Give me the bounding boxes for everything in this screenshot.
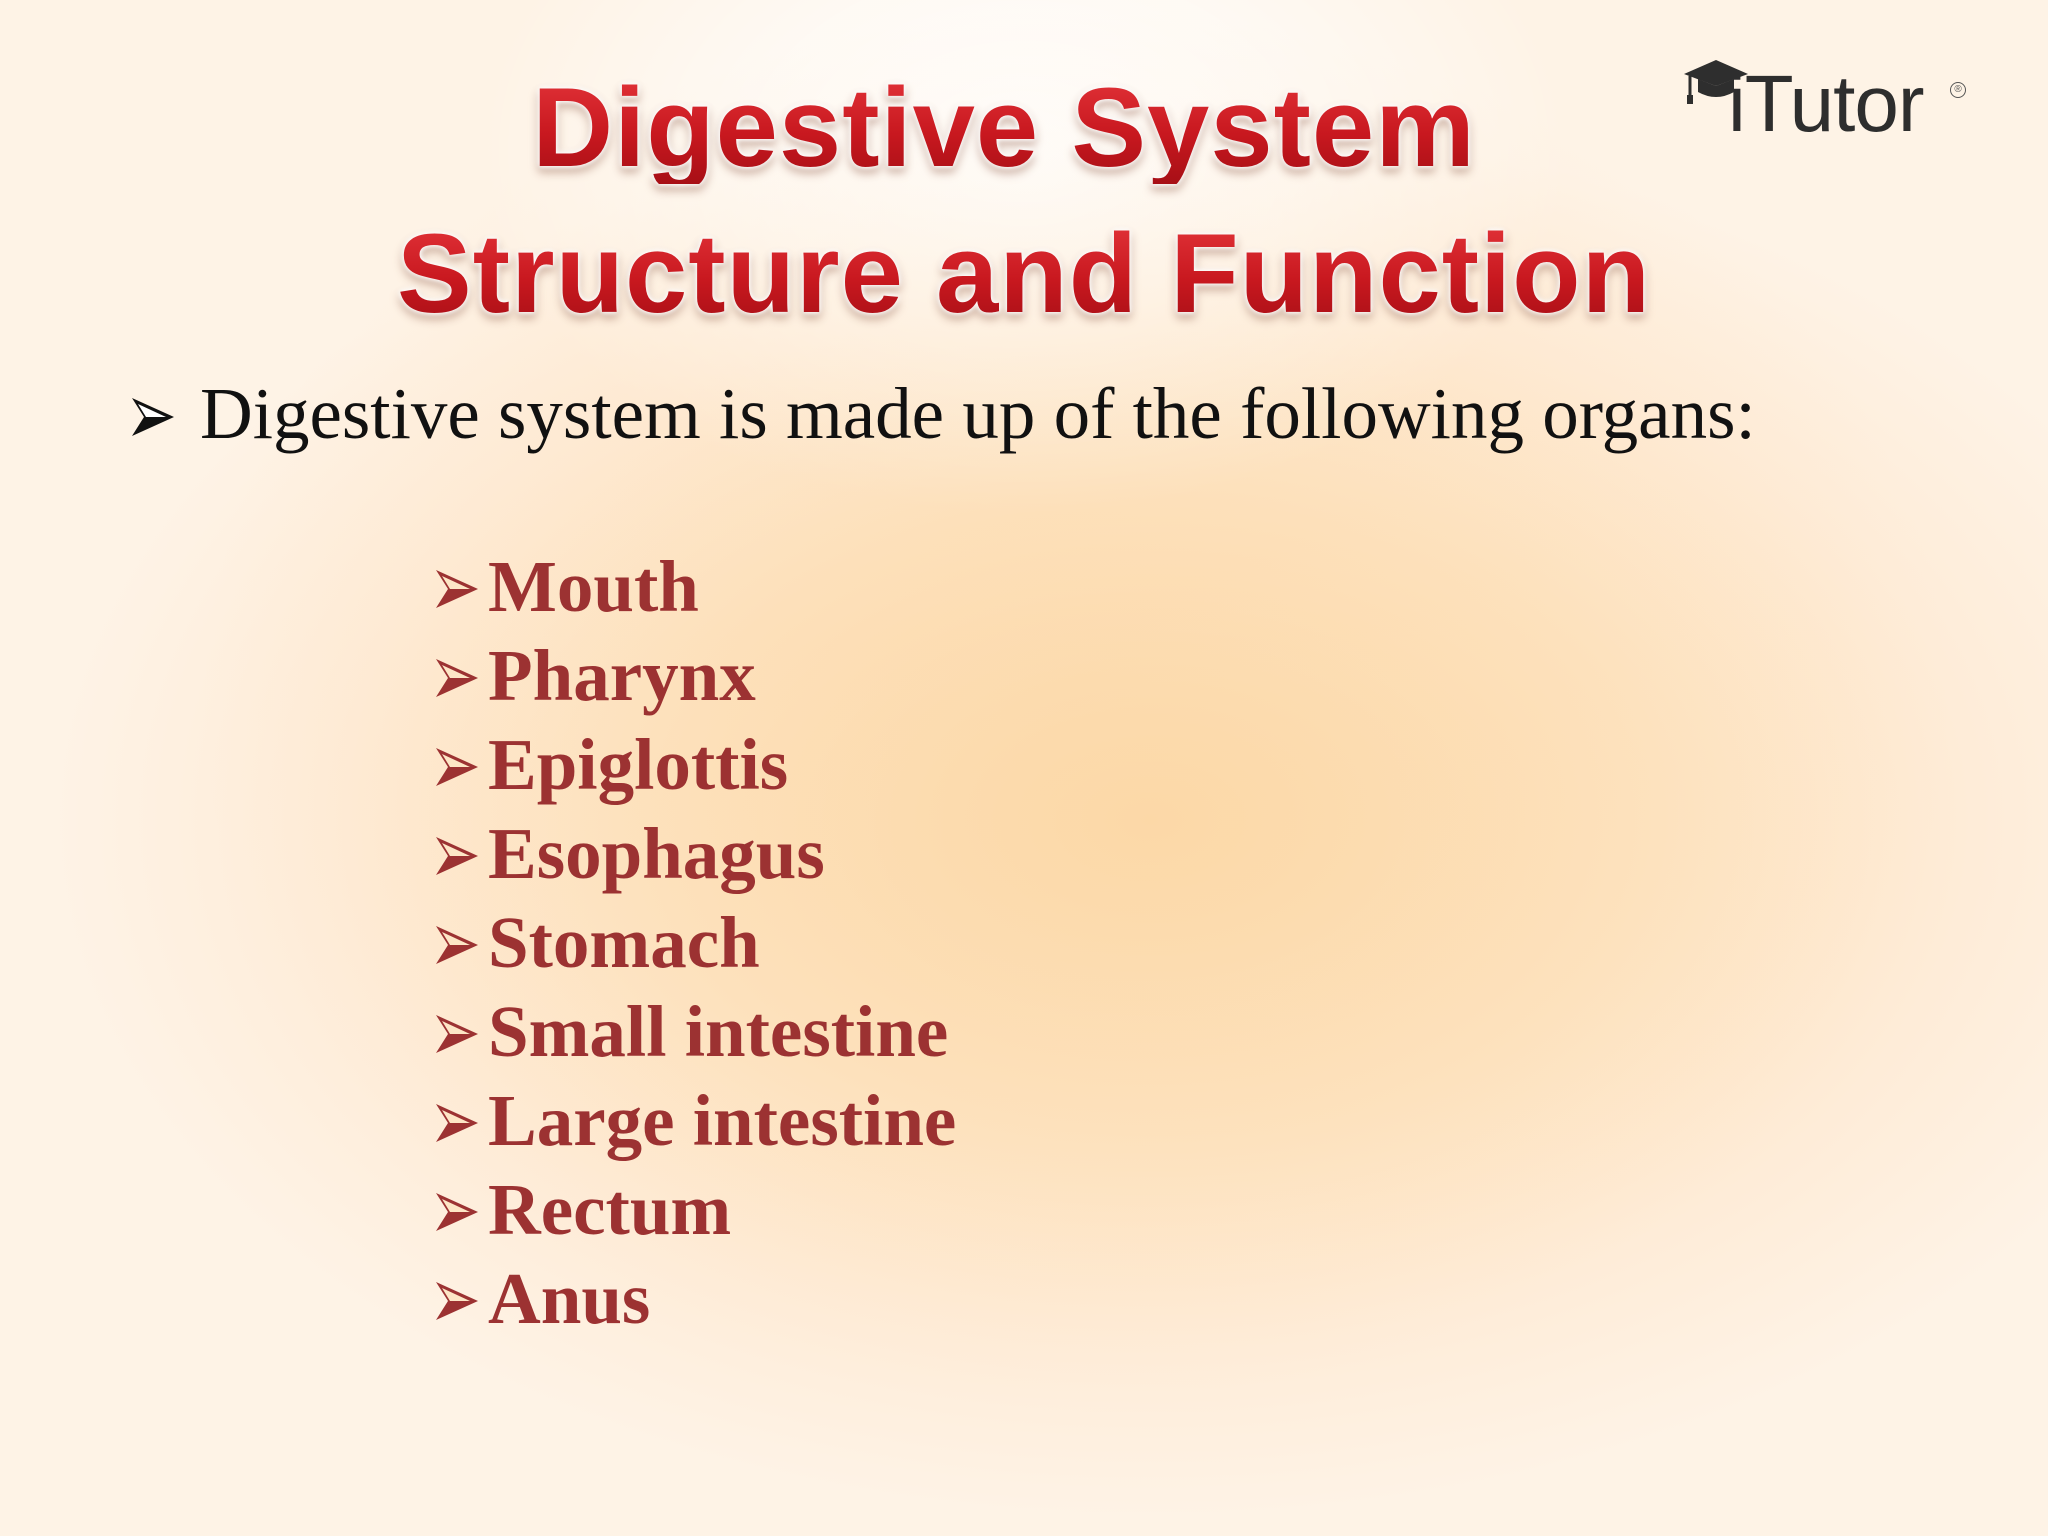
arrowhead-bullet-icon [436,1282,478,1320]
title-line-1: Digestive System [0,72,2028,184]
logo-text: iTutor [1728,59,1925,148]
list-item: Anus [434,1254,956,1343]
arrowhead-bullet-icon [436,1193,478,1231]
list-item: Rectum [434,1165,956,1254]
organ-list: Mouth Pharynx Epiglottis Esophagus Stoma… [434,542,956,1343]
organ-label: Rectum [488,1169,732,1250]
list-item: Large intestine [434,1076,956,1165]
list-item: Small intestine [434,987,956,1076]
organ-label: Stomach [488,902,760,983]
itutor-logo: iTutor ® [1680,52,1980,152]
arrowhead-bullet-icon [436,837,478,875]
title-line-2: Structure and Function [0,218,2048,330]
arrowhead-bullet-icon [436,1015,478,1053]
list-item: Pharynx [434,631,956,720]
registered-mark: ® [1950,82,1966,98]
organ-label: Large intestine [488,1080,957,1161]
organ-label: Pharynx [488,635,756,716]
organ-label: Anus [488,1258,651,1339]
intro-text: Digestive system is made up of the follo… [200,373,1756,454]
list-item: Esophagus [434,809,956,898]
organ-label: Small intestine [488,991,949,1072]
organ-label: Esophagus [488,813,825,894]
list-item: Mouth [434,542,956,631]
arrowhead-bullet-icon [436,748,478,786]
arrowhead-bullet-icon [436,659,478,697]
organ-label: Epiglottis [488,724,789,805]
organ-label: Mouth [488,546,699,627]
graduation-cap-icon [1684,60,1748,104]
arrowhead-bullet-icon [132,398,174,436]
list-item: Stomach [434,898,956,987]
intro-bullet: Digestive system is made up of the follo… [130,376,1830,452]
list-item: Epiglottis [434,720,956,809]
arrowhead-bullet-icon [436,1104,478,1142]
arrowhead-bullet-icon [436,926,478,964]
arrowhead-bullet-icon [436,570,478,608]
